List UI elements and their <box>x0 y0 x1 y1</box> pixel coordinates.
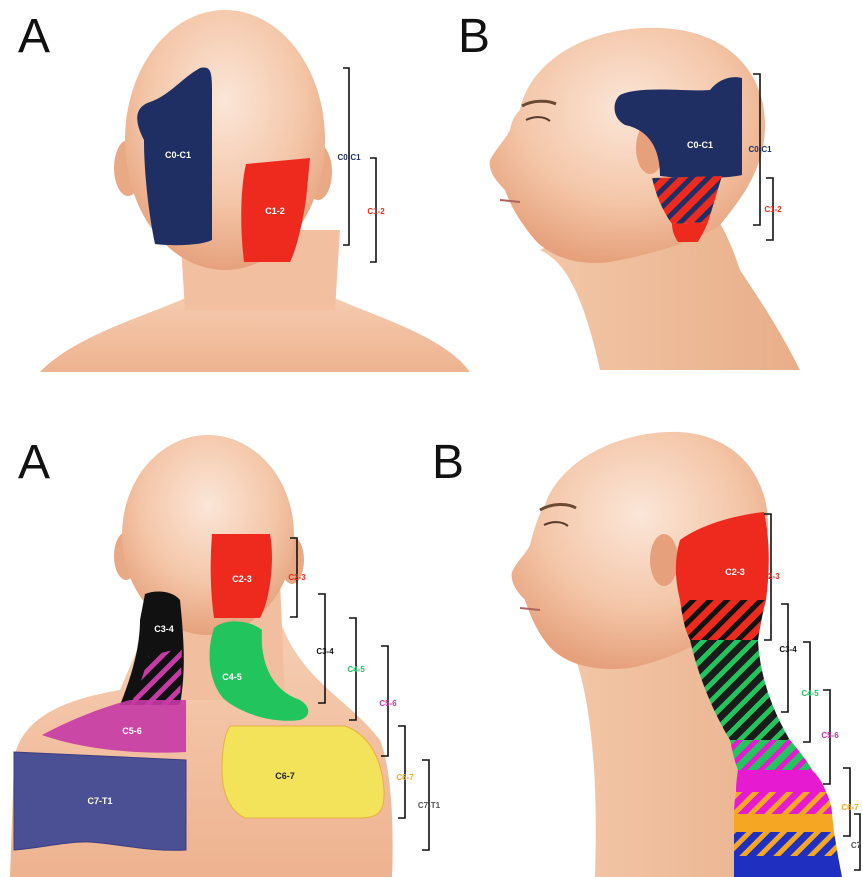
bracket-label-c3-4-bottom-left: C3-4 <box>316 647 334 656</box>
zone-label-c3-4-back: C3-4 <box>154 624 174 634</box>
panel-top-right: B C0-C1 C0-C1 C1-2 <box>458 10 800 370</box>
zone-c5-6-side <box>736 770 826 792</box>
bracket-label-c2-3-bottom-left: C2-3 <box>288 573 306 582</box>
zone-c5-6-side-hatched <box>730 740 812 770</box>
zone-label-c1-2-back: C1-2 <box>265 206 285 216</box>
bracket-label-c5-6-bottom-right: C5-6 <box>821 731 839 740</box>
zone-label-c5-6-back: C5-6 <box>122 726 142 736</box>
side-ear-lower <box>650 534 678 586</box>
bracket-label-c7-t1-bottom-right: C7 <box>851 841 862 850</box>
panel-bottom-left: A C2-3 C4-5 C3-4 C5-6 C6-7 C7-T1 C2-3 C3… <box>10 435 441 877</box>
bracket-label-c0-c1-top-right: C0-C1 <box>748 145 772 154</box>
zone-c6-7-side-hatched <box>734 792 832 814</box>
bracket-label-c0-c1-top-left: C0-C1 <box>337 153 361 162</box>
bracket-label-c6-7-bottom-right: C6-7 <box>841 803 859 812</box>
zone-label-c0-c1-back: C0-C1 <box>165 150 191 160</box>
zone-c2-3-side-hatched <box>680 600 766 640</box>
bracket-label-c1-2-top-right: C1-2 <box>764 205 782 214</box>
bracket-label-c5-6-bottom-left: C5-6 <box>379 699 397 708</box>
bracket-c6-7-bottom-right <box>843 768 850 836</box>
bracket-c6-7-bottom-left <box>398 726 405 818</box>
panel-letter-b-top: B <box>458 10 490 63</box>
bracket-label-c3-4-bottom-right: C3-4 <box>779 645 797 654</box>
bracket-label-c4-5-bottom-left: C4-5 <box>347 665 365 674</box>
bracket-label-c6-7-bottom-left: C6-7 <box>396 773 414 782</box>
zone-label-c2-3-back: C2-3 <box>232 574 252 584</box>
zone-label-c6-7-back: C6-7 <box>275 771 295 781</box>
zone-c7-t1-side-hatched <box>734 832 838 856</box>
zone-label-c2-3-side: C2-3 <box>725 567 745 577</box>
bracket-label-c2-3-bottom-right: C2-3 <box>762 572 780 581</box>
zone-c6-7-side <box>734 814 834 832</box>
zone-label-c0-c1-side: C0-C1 <box>687 140 713 150</box>
bracket-label-c4-5-bottom-right: C4-5 <box>801 689 819 698</box>
bracket-label-c1-2-top-left: C1-2 <box>367 207 385 216</box>
zone-label-c7-t1-back: C7-T1 <box>87 796 112 806</box>
zone-c6-7-back <box>222 726 384 818</box>
bracket-label-c7-t1-bottom-left: C7-T1 <box>418 801 441 810</box>
zone-label-c4-5-back: C4-5 <box>222 672 242 682</box>
panel-top-left: A C0-C1 C1-2 C0-C1 C1-2 <box>18 10 470 372</box>
panel-bottom-right: B C2-3 C2-3 C3-4 C4-5 C5-6 <box>432 432 862 877</box>
panel-letter-a-top: A <box>18 10 50 63</box>
panel-letter-a-bottom: A <box>18 436 50 489</box>
zone-c7-t1-side <box>734 856 842 877</box>
bracket-c3-4-bottom-right <box>781 604 788 712</box>
panel-letter-b-bottom: B <box>432 436 464 489</box>
